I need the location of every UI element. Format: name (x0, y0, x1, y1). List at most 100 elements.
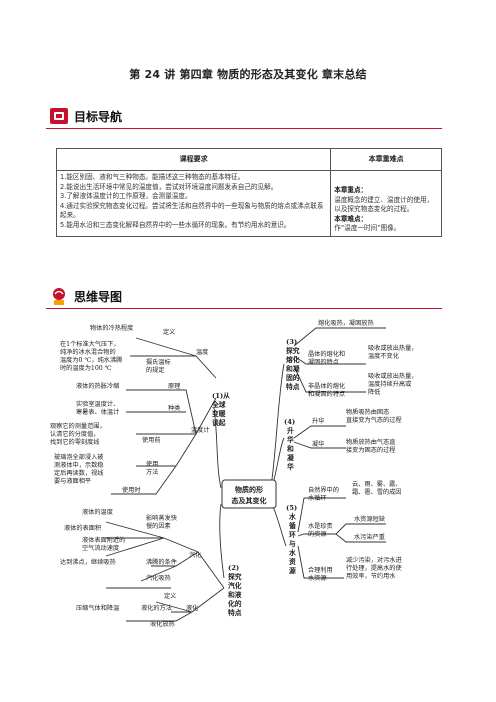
hard-label: 本章难点： (334, 214, 368, 223)
branch1-title-line: (1)从 (212, 392, 230, 400)
branch4-title-line: (4) (284, 418, 295, 426)
center-node-line2: 态及其变化 (232, 496, 267, 505)
during-text: 要与液面相平 (54, 477, 91, 485)
water-cycle-node: 自然界中的 (308, 486, 339, 494)
temp-def-text: 在1个标准大气压下， (60, 340, 120, 348)
branch5-title-line: (5) (286, 504, 297, 512)
key-text: 温度概念的建立、温度计的使用，以及探究物态变化的过程。 (334, 195, 434, 214)
goal-table: 课程要求 本章重难点 1.能区别固、液和气三种物态。能描述这三种物态的基本特征。… (55, 148, 442, 237)
noncrystal-node: 和凝固的特点 (308, 390, 345, 398)
precious-node: 的资源 (308, 530, 327, 538)
branch3-title-line: 熔化 (286, 355, 300, 364)
document-title: 第 24 讲 第四章 物质的形态及其变化 章末总结 (129, 68, 367, 81)
branch5-title-line: 与 (289, 539, 296, 548)
during-text: 定后再读数，视线 (54, 469, 104, 477)
temp-state-node: 物体的冷热程度 (90, 324, 133, 332)
rational-use-node: 合理利用 (308, 566, 333, 574)
section-title-goals: 目标导航 (74, 110, 123, 124)
during-text: 测液体中，示数稳 (54, 461, 104, 469)
branch2-title-line: 和液 (228, 590, 242, 599)
branch4-title-line: 华 (287, 435, 294, 444)
rational-use-node: 水资源 (308, 574, 327, 582)
brain-badge-icon (53, 288, 65, 305)
key-points-cell: 本章重点： 温度概念的建立、温度计的使用，以及探究物态变化的过程。 本章难点： … (330, 170, 442, 237)
water-cycle-text: 云、雨、雾、露、 (352, 480, 402, 488)
shortage-node: 水资源短缺 (354, 515, 385, 523)
branch3-title-line: 固的 (286, 373, 300, 382)
branch2-title-line: (2) (228, 564, 239, 572)
branch4-title-line: 升 (287, 426, 294, 435)
absorb-node: 汽化吸热 (146, 574, 172, 582)
branch5-title-line: 水 (288, 512, 296, 521)
temp-def-text: 纯净的冰水混合物的 (60, 348, 116, 356)
crystal-text: 吸收或放出热量， (368, 344, 418, 352)
center-node-line1: 物质的形 (235, 485, 263, 494)
crystal-node: 凝固的特点 (308, 358, 339, 366)
noncrystal-node: 非晶体的熔化 (308, 382, 345, 390)
crystal-text: 温度不变化 (368, 352, 399, 360)
branch2-title-line: 汽化 (228, 581, 242, 590)
mind-map: 物质的形 态及其变化 (1)从 全球 变暖 谈起 温度 定义 物体的冷热程度 在… (50, 319, 418, 628)
branch5-title-line: 循 (289, 521, 296, 530)
branch3-title-line: 探究 (286, 346, 300, 355)
release-node: 液化放热 (150, 620, 176, 628)
branch3-title-line: 特点 (286, 382, 300, 391)
evap-factors-node: 影响蒸发快 (146, 514, 178, 522)
before-text: 认清它的分度值， (50, 430, 100, 438)
temp-def-text: 温度为0 ℃，纯水沸腾 (60, 356, 123, 364)
liq-def-node: 定义 (164, 592, 176, 600)
noncrystal-text: 降低 (368, 388, 380, 396)
key-label: 本章重点： (334, 186, 368, 194)
boil-cond-node: 沸腾的条件 (146, 558, 177, 566)
branch5-title-line: 水 (288, 548, 296, 557)
branch1-title-line: 变暖 (212, 409, 226, 418)
branch3-title-line: (3) (286, 338, 297, 346)
water-cycle-node: 水循环 (308, 494, 327, 502)
section-header-mindmap: 思维导图 (46, 283, 442, 309)
evap-factor-temp: 液体的温度 (82, 508, 113, 516)
temp-def-text: 时的温度为100 ℃ (60, 364, 112, 372)
before-text: 观察它的测量范围， (50, 422, 106, 430)
temp-def-node: 定义 (163, 328, 175, 336)
liq-method-text: 压缩气体和降温 (76, 604, 119, 612)
evap-factors-node: 慢的因素 (146, 522, 171, 530)
requirement-item: 5.能用水沿和三态变化解释自然界中的一些水循环的现象。有节约用水的意识。 (60, 220, 291, 229)
principle-text: 液体的热胀冷缩 (76, 382, 119, 390)
rational-use-text: 行处理，提高水的使 (346, 564, 402, 572)
melt-top-node: 熔化吸热，凝固放热 (318, 319, 374, 327)
noncrystal-text: 吸收或放出热量， (368, 372, 418, 380)
precious-node: 水是珍贵 (308, 522, 333, 530)
branch5-title-line: 环 (289, 531, 296, 539)
branch3-title-line: 和凝 (286, 364, 300, 373)
hard-text: 作“温度一时间”图像。 (334, 224, 401, 233)
table-header-key-points: 本章重难点 (330, 148, 442, 171)
crystal-node: 晶体的熔化和 (308, 350, 345, 358)
requirement-item: 4.通过实验探究物态变化过程。尝试将生活和自然界中的一些现象与物质的熔点或沸点联… (60, 201, 324, 220)
branch1-title-line: 全球 (211, 400, 226, 409)
evap-factor-air: 空气流动速度 (82, 544, 119, 552)
branch2-title-line: 探究 (228, 572, 242, 581)
vapor-node: 汽化 (189, 551, 201, 559)
evap-factor-air: 液体表面附近的 (82, 536, 125, 544)
thermo-node: 温度计 (191, 426, 210, 434)
temp-node: 温度 (196, 348, 208, 356)
before-text: 找到它的零刻度线 (50, 438, 100, 446)
branch2-title-line: 特点 (228, 608, 242, 617)
before-node: 使用前 (142, 436, 161, 444)
branch1-title-line: 谈起 (212, 418, 226, 427)
types-text: 实验室温度计、 (76, 400, 119, 408)
branch4-title-line: 凝 (287, 453, 294, 462)
branch1-title: (1)从 全球 变暖 谈起 (211, 392, 230, 427)
celsius-node: 的规定 (146, 366, 165, 374)
evap-factor-area: 液体的表面积 (64, 524, 101, 532)
celsius-node: 摄氏温标 (146, 358, 171, 366)
usage-node: 方法 (146, 468, 158, 476)
section-header-goals: 目标导航 (46, 103, 442, 129)
sublimation-text: 直接变为气态的过程 (346, 416, 402, 424)
requirement-item: 2.能说出生活环境中常见的温度值，尝试对环境温度问题发表自己的见解。 (60, 182, 278, 191)
target-badge-icon (50, 108, 68, 124)
principle-node: 原理 (168, 383, 180, 390)
deposition-node: 凝华 (312, 440, 324, 448)
branch5-title-line: 源 (289, 566, 296, 575)
branch4-title-line: 华 (287, 462, 294, 471)
